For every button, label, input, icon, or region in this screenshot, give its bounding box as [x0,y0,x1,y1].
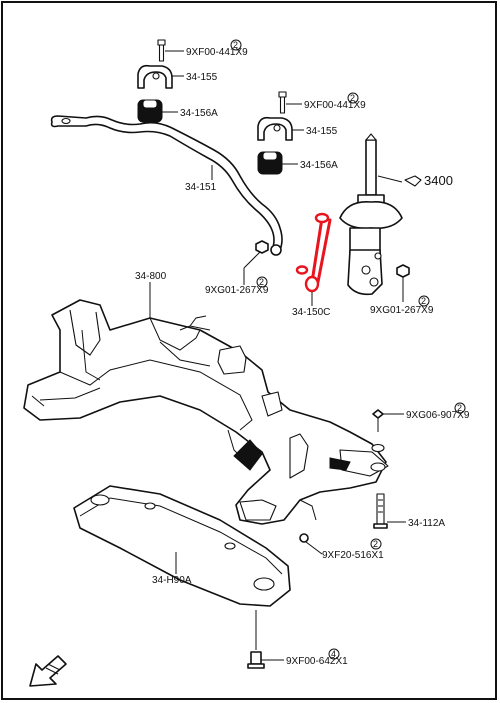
label-bracket-left: 34-155 [186,72,218,83]
strut-assembly [339,133,403,296]
label-bolt-top-qty: 2 [233,40,238,50]
qty-circle [454,402,466,414]
label-nut-bottom: 9XF20-516X1 [322,550,384,561]
bolt-side [372,409,404,432]
front-arrow-icon [29,655,67,687]
bracket-left [137,64,184,89]
bolt-bottom [247,610,284,669]
label-crossmember: 34-800 [135,271,167,282]
qty-circle [418,295,430,307]
label-bushing-left: 34-156A [180,108,218,119]
label-nut-bottom-qty: 2 [373,539,378,549]
bolt-top-right [278,91,302,114]
crossmember [23,282,389,525]
lower-brace [73,485,291,607]
label-bolt-bottom: 9XF00-642X1 [286,656,348,667]
qty-circle [256,276,268,288]
stabilizer-bar [50,115,283,256]
label-bolt-side-qty: 2 [457,403,462,413]
bushing-right [257,151,298,175]
qty-circle [347,92,359,104]
nut-bottom [299,533,323,555]
label-bolt-top: 9XF00-441X9 [186,47,248,58]
label-nut-right-qty: 2 [421,296,426,306]
label-nut-left: 9XG01-267X9 [205,285,269,296]
label-bushing-right: 34-156A [300,160,338,171]
label-bolt-side: 9XG06-907X9 [406,410,470,421]
bolt-mid [373,493,406,529]
nut-left [243,240,269,285]
bolt-top-left [157,39,184,62]
qty-circle [370,538,382,550]
label-brace: 34-H90A [152,575,192,586]
bracket-right [257,116,304,141]
label-bolt-mid: 34-112A [408,518,445,529]
label-bolt-top2: 9XF00-441X9 [304,100,366,111]
strut-ref-arrow-icon [404,175,422,187]
bushing-left [137,99,178,123]
label-stabilizer-bar: 34-151 [185,182,217,193]
label-bracket-right: 34-155 [306,126,338,137]
label-nut-left-qty: 2 [259,277,264,287]
stabilizer-link-highlight [295,212,332,306]
label-link: 34-150C [292,307,330,318]
qty-circle [328,648,340,660]
label-strut-ref: 3400 [424,173,453,188]
nut-right [396,264,410,302]
label-bolt-top2-qty: 2 [350,93,355,103]
qty-circle [230,39,242,51]
label-nut-right: 9XG01-267X9 [370,305,434,316]
label-bolt-bottom-qty: 4 [331,649,336,659]
